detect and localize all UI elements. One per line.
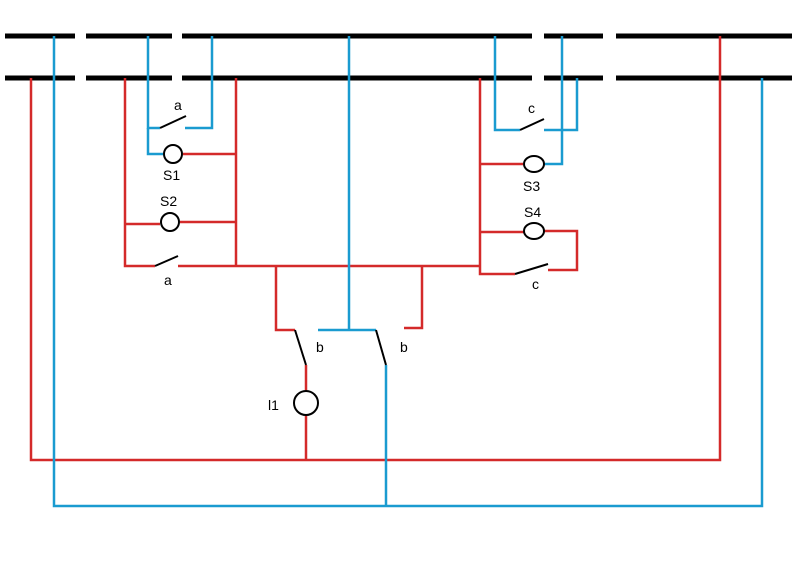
label-switch-a-top: a [174, 97, 182, 113]
lamp-s4-icon [523, 222, 545, 240]
lamp-s3-icon [523, 155, 545, 173]
lamp-l1-icon [293, 390, 319, 416]
blue-outer-loop [52, 36, 764, 508]
lamp-s1-icon [163, 144, 183, 164]
red-left-block [123, 78, 155, 268]
switch-c-top-blade [519, 118, 545, 131]
label-switch-b-left: b [316, 339, 324, 355]
switch-a-bottom-blade [154, 255, 179, 267]
label-s3: S3 [523, 178, 540, 194]
switch-a-top-blade [159, 115, 187, 129]
label-switch-c-bottom: c [532, 276, 539, 292]
lamp-s2-icon [160, 212, 180, 232]
switch-blades [154, 115, 549, 366]
red-wiring [29, 36, 722, 462]
red-outer-loop [29, 36, 722, 462]
label-switch-c-top: c [528, 100, 535, 116]
lamps [160, 144, 545, 416]
label-switch-b-right: b [400, 339, 408, 355]
label-switch-a-bottom: a [164, 272, 172, 288]
label-s1: S1 [163, 167, 180, 183]
bus-lines [5, 33, 792, 81]
blue-wiring [52, 36, 764, 508]
switch-c-bottom-blade [514, 263, 549, 275]
label-s4: S4 [524, 204, 541, 220]
labels: a S1 S2 a c S3 S4 c b b l1 [160, 97, 541, 413]
switch-b-left-blade [294, 329, 307, 366]
label-s2: S2 [160, 193, 177, 209]
red-right-block [478, 78, 515, 276]
switch-b-right-blade [375, 329, 387, 366]
label-l1: l1 [268, 397, 279, 413]
